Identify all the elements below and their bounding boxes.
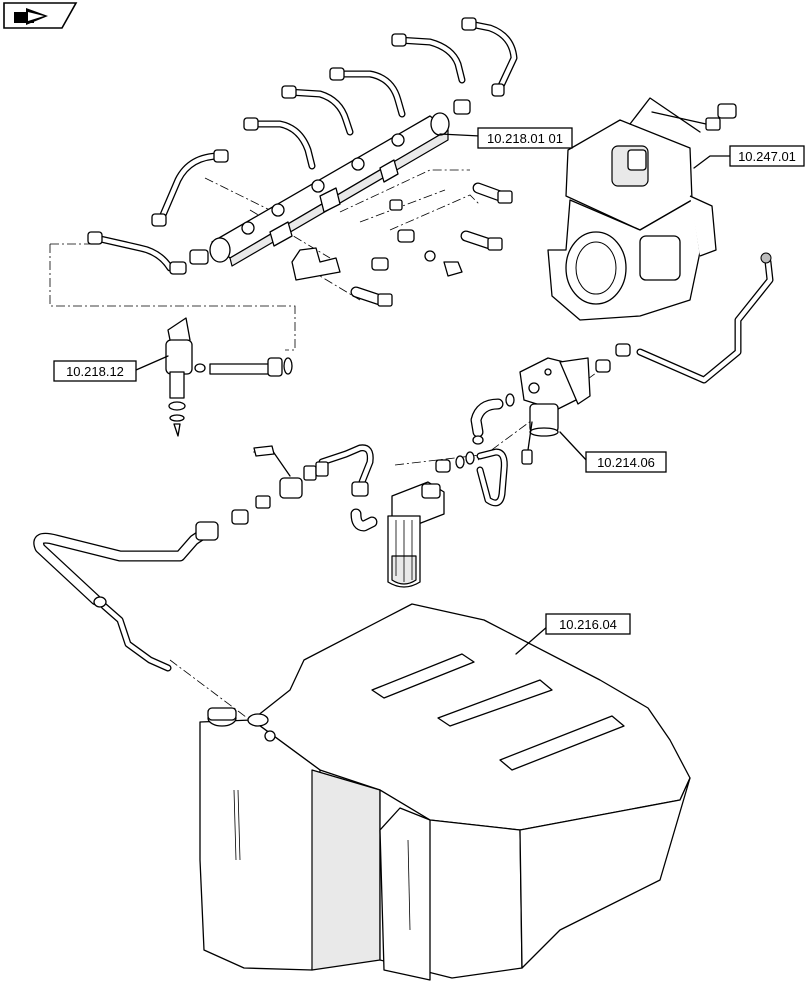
callout-injector[interactable]: 10.218.12: [53, 355, 169, 382]
injector: [165, 317, 293, 437]
callout-label-fuel-tank: 10.216.04: [559, 617, 617, 632]
callout-label-fuel-filter: 10.214.06: [597, 455, 655, 470]
callout-fuel-filter[interactable]: 10.214.06: [559, 431, 667, 473]
callout-fuel-rail[interactable]: 10.218.01 01: [439, 127, 573, 149]
nav-button[interactable]: [3, 2, 78, 29]
callout-label-fuel-rail: 10.218.01 01: [487, 131, 563, 146]
supply-line: [231, 444, 374, 525]
fuel-tank: [199, 603, 691, 981]
injection-pump: [547, 97, 737, 321]
callouts: 10.218.01 01 10.247.01 10.218.12 10.214.…: [53, 127, 805, 655]
bolts: [350, 182, 513, 307]
fuel-filter-head: [470, 357, 591, 465]
callout-fuel-tank[interactable]: 10.216.04: [515, 613, 631, 655]
fuel-filter: [350, 481, 445, 588]
callout-label-injector: 10.218.12: [66, 364, 124, 379]
callout-injection-pump[interactable]: 10.247.01: [693, 145, 805, 169]
fuel-rail: [169, 99, 471, 281]
injector-lines: [87, 17, 518, 272]
pump-return-line: [595, 252, 774, 384]
tank-hose: [33, 521, 219, 672]
loop-pipe: [435, 448, 508, 507]
next-arrow-icon: [14, 8, 48, 25]
callout-label-injection-pump: 10.247.01: [738, 149, 796, 164]
